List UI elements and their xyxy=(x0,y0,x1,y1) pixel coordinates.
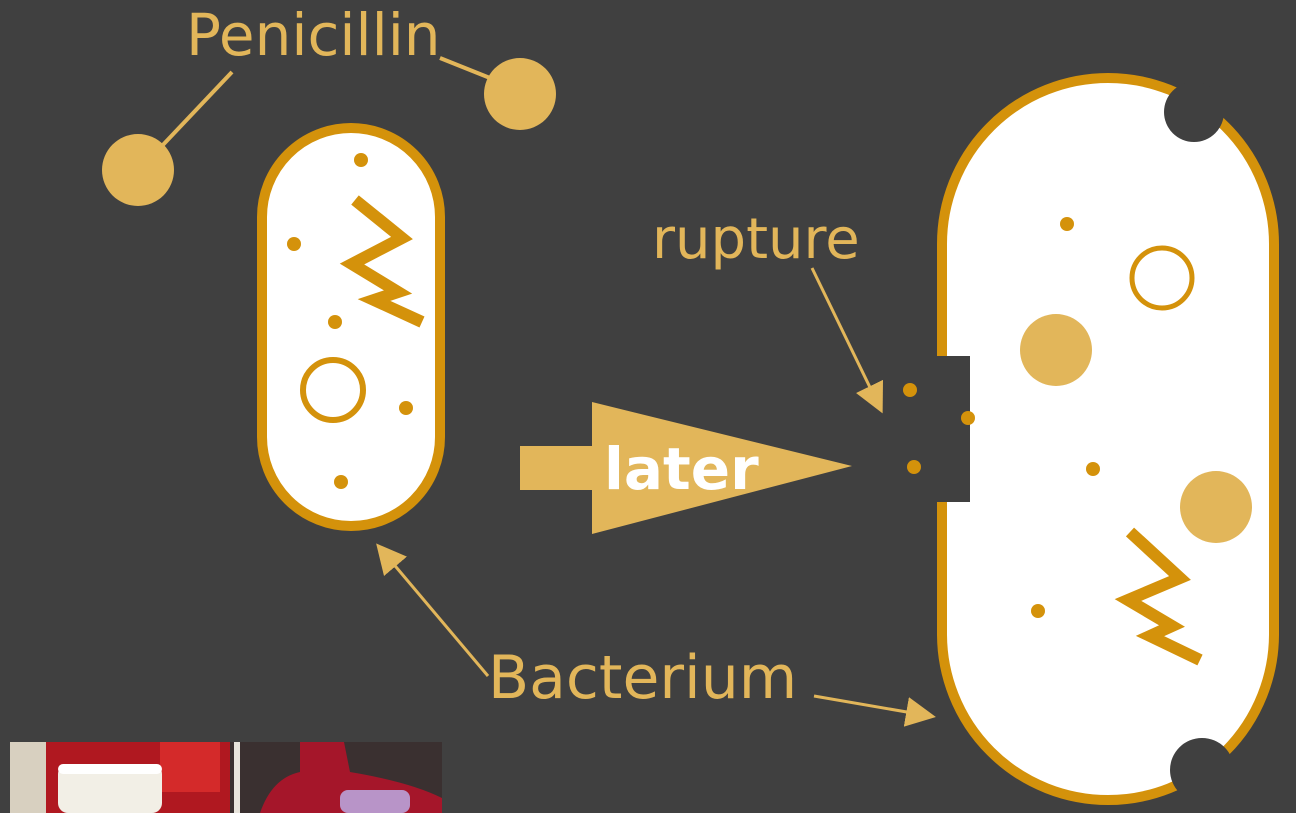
ribosome-dot xyxy=(287,237,301,251)
bacterium-pointer-large xyxy=(814,696,930,716)
later-label: later xyxy=(604,440,759,498)
membrane-damage-bottom xyxy=(1170,738,1234,802)
membrane-rupture-gap xyxy=(930,356,970,502)
small-bacterium xyxy=(262,128,440,526)
medicine-bottle-photo xyxy=(10,742,442,813)
penicillin-molecule-left xyxy=(102,134,174,206)
ribosome-dot xyxy=(399,401,413,415)
leaking-content-dot xyxy=(961,411,975,425)
rupture-label: rupture xyxy=(652,212,860,268)
rupture-pointer xyxy=(812,268,880,408)
penicillin-leader-left xyxy=(160,72,232,148)
penicillin-label: Penicillin xyxy=(186,6,441,64)
bacterium-pointer-small xyxy=(380,548,488,676)
ribosome-dot xyxy=(1031,604,1045,618)
ribosome-dot xyxy=(354,153,368,167)
penicillin-molecule-inside xyxy=(1020,314,1092,386)
membrane-damage-top xyxy=(1164,82,1224,142)
penicillin-molecule-right xyxy=(484,58,556,130)
large-bacterium-membrane xyxy=(942,78,1274,800)
leaking-content-dot xyxy=(907,460,921,474)
bacterium-label: Bacterium xyxy=(488,648,797,708)
penicillin-molecule-inside xyxy=(1180,471,1252,543)
small-bacterium-membrane xyxy=(262,128,440,526)
ribosome-dot xyxy=(1086,462,1100,476)
ribosome-dot xyxy=(1060,217,1074,231)
ribosome-dot xyxy=(328,315,342,329)
leaking-content-dot xyxy=(903,383,917,397)
ribosome-dot xyxy=(334,475,348,489)
large-bacterium xyxy=(930,78,1274,802)
